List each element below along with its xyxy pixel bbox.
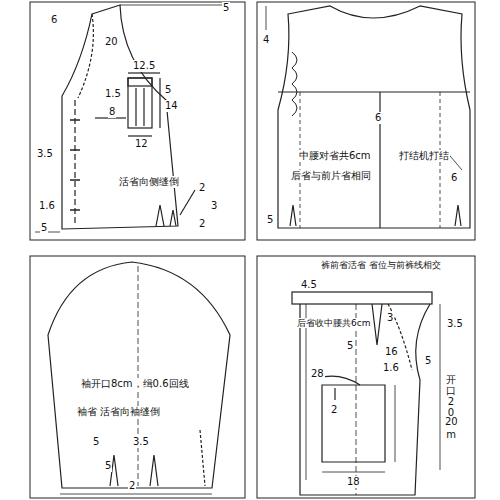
pattern-line xyxy=(70,149,80,151)
pattern-line xyxy=(356,304,357,495)
dimension-number: 5 xyxy=(92,436,100,448)
pattern-line xyxy=(257,256,475,498)
pattern-line xyxy=(128,78,152,128)
sleeve xyxy=(48,262,230,494)
dimension-number: 5 xyxy=(266,214,274,226)
dimension-number: 6 xyxy=(50,14,58,26)
pattern-note: 打结机打结 xyxy=(398,150,450,162)
dimension-number: 5 xyxy=(104,460,112,472)
pattern-note: 后省收中腰共6cm xyxy=(296,318,371,328)
dimension-number: 2 xyxy=(128,480,136,492)
dimension-number: 20 xyxy=(444,416,459,428)
pattern-note: 袖开口8cm，缉0.6回线 xyxy=(80,378,190,390)
dimension-number: 1.6 xyxy=(38,200,56,212)
dimension-number: 6 xyxy=(374,112,382,124)
pattern-line xyxy=(135,88,136,126)
dimension-number: 5 xyxy=(40,222,48,234)
pattern-line xyxy=(128,72,160,73)
pattern-line xyxy=(159,78,160,128)
pattern-note: 后省与前片省相同 xyxy=(290,170,372,182)
pattern-line xyxy=(180,190,195,215)
dimension-number: 5 xyxy=(164,84,172,96)
pattern-line xyxy=(322,472,385,473)
panel-frames xyxy=(30,2,475,498)
dimension-number: 18 xyxy=(346,476,361,488)
back-bodice xyxy=(266,6,470,228)
pattern-line xyxy=(292,292,432,304)
dimension-number: 3 xyxy=(210,200,218,212)
dimension-number: 5 xyxy=(222,2,230,14)
dimension-number: 3 xyxy=(386,312,394,324)
pattern-line xyxy=(74,100,75,226)
dimension-number: 8 xyxy=(108,106,116,118)
pattern-line xyxy=(372,304,382,345)
pattern-line xyxy=(128,135,152,136)
pattern-line xyxy=(70,209,80,211)
dimension-number: 1.5 xyxy=(104,88,122,100)
pattern-line xyxy=(292,52,297,116)
pattern-line xyxy=(278,91,470,92)
pattern-note: 活省向侧缝倒 xyxy=(118,176,180,188)
pattern-note: 中腰对省共6cm xyxy=(298,150,372,162)
pattern-line xyxy=(300,304,430,495)
pattern-line xyxy=(200,430,205,486)
trouser-front xyxy=(292,292,440,495)
pattern-line xyxy=(322,385,385,462)
front-bodice xyxy=(35,5,228,232)
pattern-line xyxy=(334,388,335,400)
dimension-number: 2 xyxy=(330,404,338,416)
pattern-line xyxy=(60,494,212,495)
dimension-number: 3.5 xyxy=(446,318,464,330)
dimension-number: 12.5 xyxy=(132,60,156,72)
pattern-line xyxy=(156,205,176,226)
dimension-number: 3.5 xyxy=(132,436,150,448)
dimension-number: 3.5 xyxy=(36,148,54,160)
pattern-line xyxy=(266,6,267,30)
pattern-line xyxy=(30,2,245,240)
pattern-line xyxy=(440,304,441,470)
pattern-line xyxy=(128,78,152,86)
dimension-number: 1.6 xyxy=(382,362,400,374)
pattern-note: 开口20cm xyxy=(445,374,457,440)
pattern-line xyxy=(70,179,80,181)
dimension-number: 2 xyxy=(198,182,206,194)
pattern-line xyxy=(48,262,230,488)
pattern-line xyxy=(138,266,139,486)
pattern-line xyxy=(257,2,475,240)
pattern-line xyxy=(395,385,396,462)
pattern-line xyxy=(290,205,461,226)
dimension-number: 4.5 xyxy=(300,279,318,291)
dimension-number: 4 xyxy=(262,34,270,46)
dimension-number: 2 xyxy=(198,218,206,230)
pattern-line xyxy=(62,5,178,229)
dimension-number: 14 xyxy=(164,100,179,112)
pattern-line xyxy=(278,6,470,228)
pattern-line xyxy=(143,88,144,126)
dimension-number: 16 xyxy=(384,346,399,358)
dimension-number: 28 xyxy=(310,368,325,380)
pattern-line xyxy=(78,14,93,98)
dimension-number: 6 xyxy=(450,172,458,184)
pattern-line xyxy=(70,120,80,210)
dimension-number: 20 xyxy=(104,36,119,48)
pattern-note: 裤前省活省 省位与前裤线相交 xyxy=(320,260,442,270)
pattern-note: 袖省 活省向袖缝倒 xyxy=(76,406,161,418)
dimension-number: 5 xyxy=(346,340,354,352)
dimension-number: 12 xyxy=(134,138,149,150)
pattern-line xyxy=(95,117,126,118)
pattern-line xyxy=(30,256,245,498)
pattern-line xyxy=(306,304,307,480)
pattern-line xyxy=(120,5,228,6)
dimension-number: 5 xyxy=(424,355,432,367)
pattern-line xyxy=(70,119,80,121)
